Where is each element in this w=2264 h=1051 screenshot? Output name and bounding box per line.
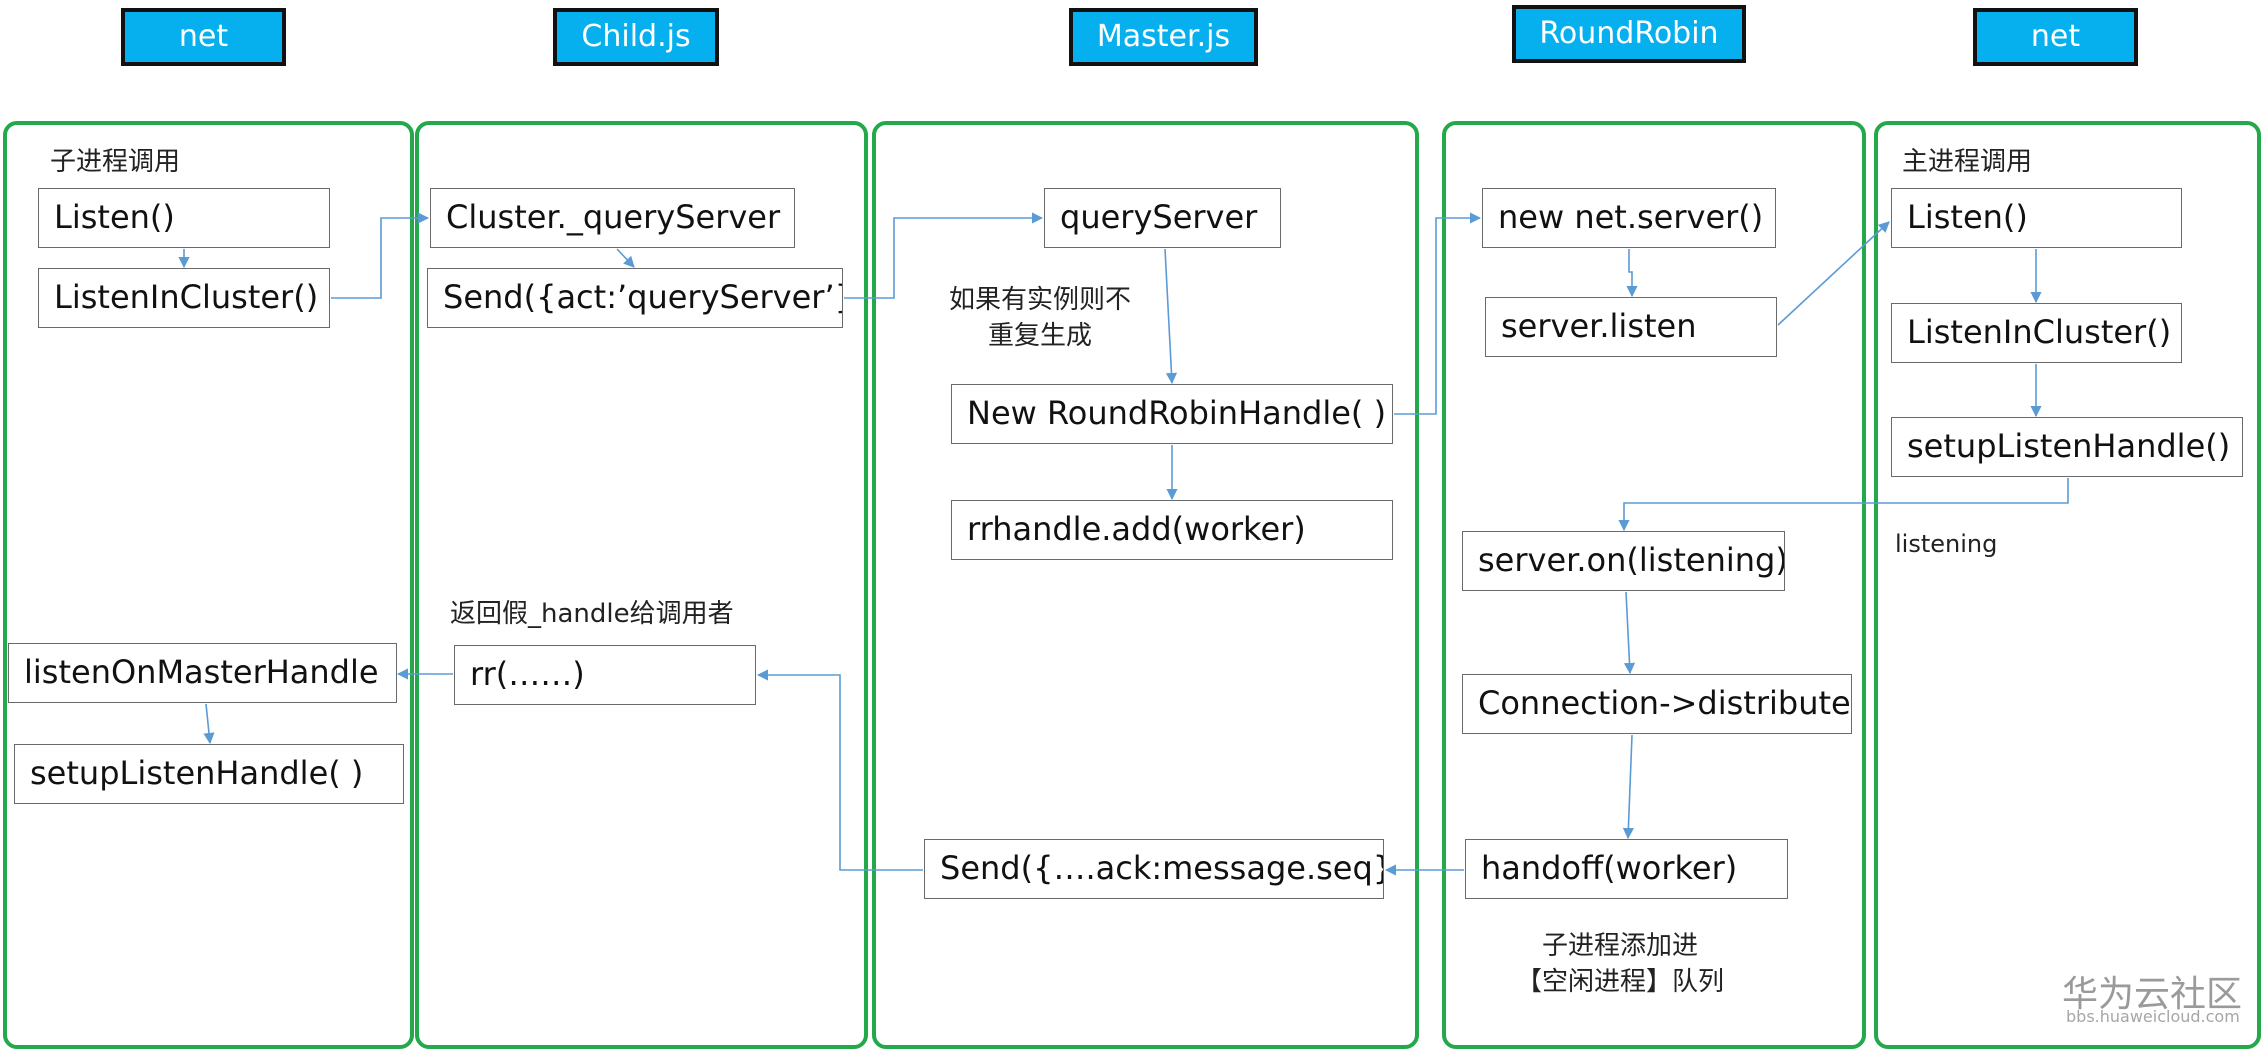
- note-add-child: 子进程添加进 【空闲进程】队列: [1470, 928, 1770, 1000]
- master-send-ack: Send({….ack:message.seq}): [924, 839, 1384, 899]
- net-right-listen-in-cluster: ListenInCluster(): [1891, 303, 2182, 363]
- note-return-fake-handle: 返回假_handle给调用者: [450, 599, 734, 629]
- lane-round-robin: [1442, 121, 1866, 1049]
- note-main-process-call: 主进程调用: [1902, 147, 2033, 177]
- net-left-listen: Listen(): [38, 188, 330, 248]
- watermark-logo-text: 华为云社区: [2062, 974, 2243, 1015]
- watermark-url: bbs.huaweicloud.com: [2066, 1007, 2240, 1026]
- net-left-setup-listen-handle: setupListenHandle( ): [14, 744, 404, 804]
- master-rrhandle-add: rrhandle.add(worker): [951, 500, 1393, 560]
- note-no-duplicate-line2: 重复生成: [987, 321, 1092, 351]
- rr-server-listen: server.listen: [1485, 297, 1777, 357]
- header-master-js: Master.js: [1069, 8, 1258, 66]
- rr-server-on-listening: server.on(listening): [1462, 531, 1785, 591]
- lane-master-js: [872, 121, 1419, 1049]
- lane-child-js: [415, 121, 868, 1049]
- rr-new-net-server: new net.server(): [1482, 188, 1776, 248]
- note-listening: listening: [1895, 530, 1998, 558]
- header-net-left: net: [121, 8, 286, 66]
- note-no-duplicate: 如果有实例则不 重复生成: [920, 282, 1160, 354]
- rr-handoff: handoff(worker): [1465, 839, 1788, 899]
- child-send-query: Send({act:’queryServer’}): [427, 268, 843, 328]
- header-net-right: net: [1973, 8, 2138, 66]
- net-right-listen: Listen(): [1891, 188, 2182, 248]
- lane-net-right: [1874, 121, 2261, 1049]
- header-round-robin: RoundRobin: [1512, 5, 1746, 63]
- note-child-process-call: 子进程调用: [50, 147, 181, 177]
- note-add-child-line1: 子进程添加进: [1541, 931, 1698, 961]
- net-left-listen-on-master-handle: listenOnMasterHandle: [8, 643, 397, 703]
- note-add-child-line2: 【空闲进程】队列: [1515, 967, 1724, 997]
- net-right-setup-listen-handle: setupListenHandle(): [1891, 417, 2243, 477]
- child-query-server: Cluster._queryServer: [430, 188, 795, 248]
- master-query-server: queryServer: [1044, 188, 1281, 248]
- note-no-duplicate-line1: 如果有实例则不: [948, 285, 1131, 315]
- header-child-js: Child.js: [553, 8, 719, 66]
- net-left-listen-in-cluster: ListenInCluster(): [38, 268, 330, 328]
- master-new-rr-handle: New RoundRobinHandle( ): [951, 384, 1393, 444]
- child-rr: rr(……): [454, 645, 756, 705]
- rr-connection-distribute: Connection->distribute: [1462, 674, 1852, 734]
- lane-net-left: [3, 121, 414, 1049]
